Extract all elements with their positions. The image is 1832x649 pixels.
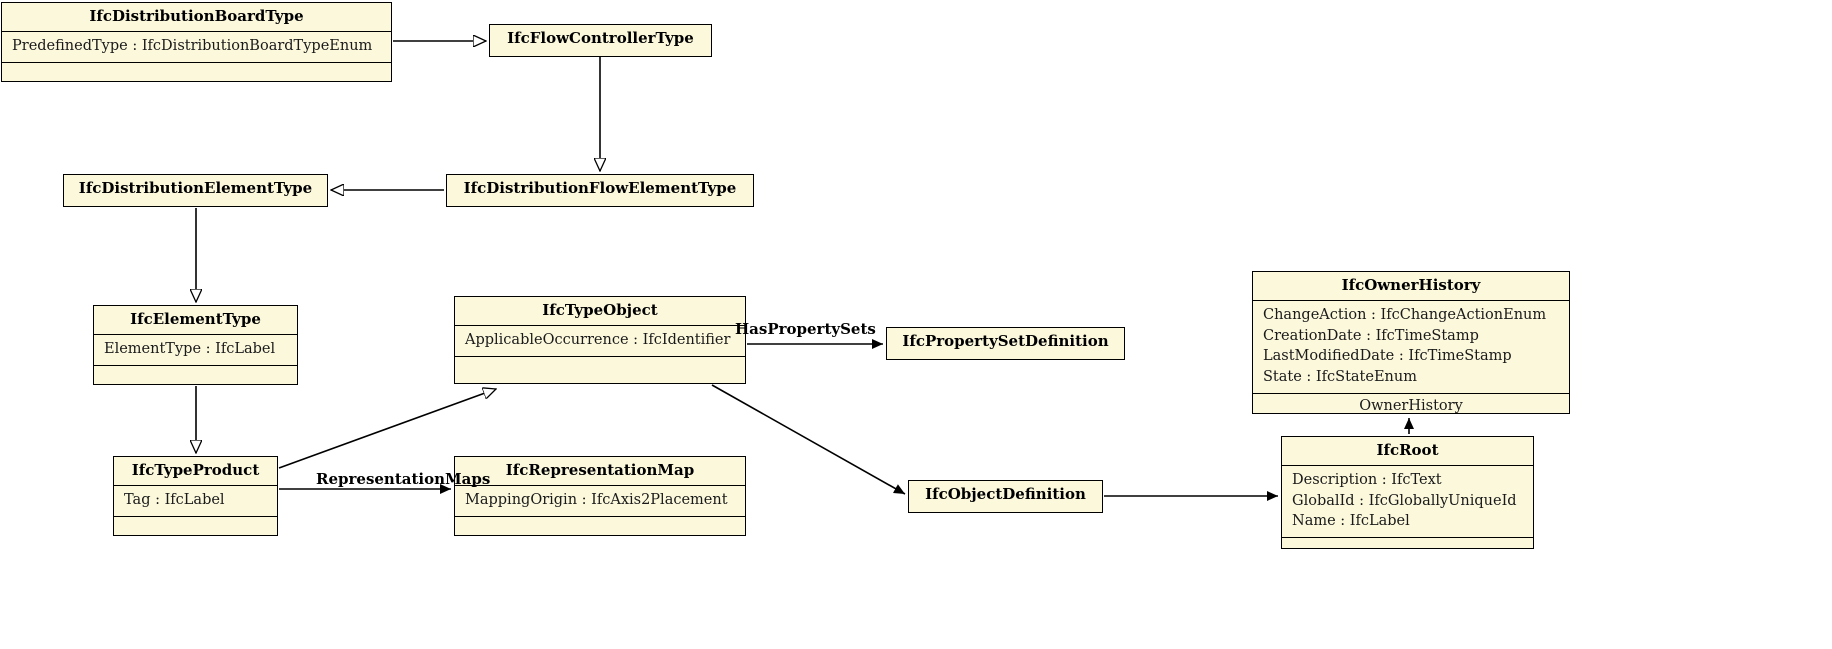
uml-class-IfcDistributionElementType[interactable]: IfcDistributionElementType	[63, 174, 328, 207]
uml-attribute: LastModifiedDate : IfcTimeStamp	[1263, 348, 1512, 365]
uml-class-operations	[114, 517, 277, 534]
uml-class-operations	[455, 357, 745, 374]
uml-class-IfcDistributionFlowElementType[interactable]: IfcDistributionFlowElementType	[446, 174, 754, 207]
uml-attribute: Tag : IfcLabel	[124, 492, 225, 509]
uml-attribute: Name : IfcLabel	[1292, 513, 1410, 530]
edge-label-label-representationmaps: RepresentationMaps	[316, 470, 491, 488]
uml-attribute: ChangeAction : IfcChangeActionEnum	[1263, 307, 1547, 324]
uml-class-separator	[114, 515, 277, 517]
uml-class-attributes: Tag : IfcLabel	[114, 486, 277, 516]
edge-label-label-haspropertysets: HasPropertySets	[735, 320, 876, 338]
uml-class-operations	[2, 63, 391, 80]
uml-class-IfcPropertySetDefinition[interactable]: IfcPropertySetDefinition	[886, 327, 1125, 360]
uml-class-IfcObjectDefinition[interactable]: IfcObjectDefinition	[908, 480, 1103, 513]
uml-operation: OwnerHistory	[1359, 397, 1463, 414]
uml-attribute: CreationDate : IfcTimeStamp	[1263, 327, 1479, 344]
uml-class-separator	[94, 364, 297, 366]
uml-class-title: IfcDistributionFlowElementType	[463, 179, 737, 197]
uml-attribute: ApplicableOccurrence : IfcIdentifier	[465, 332, 731, 349]
uml-class-separator	[2, 61, 391, 63]
uml-class-separator	[94, 334, 297, 336]
uml-attribute: ElementType : IfcLabel	[104, 341, 276, 358]
uml-attribute: GlobalId : IfcGloballyUniqueId	[1292, 492, 1517, 509]
uml-class-attributes: ElementType : IfcLabel	[94, 335, 297, 365]
uml-attribute: MappingOrigin : IfcAxis2Placement	[465, 492, 728, 509]
uml-class-separator	[1282, 465, 1533, 467]
uml-class-title: IfcRoot	[1376, 441, 1439, 459]
uml-class-separator	[1253, 300, 1569, 302]
uml-class-separator	[455, 515, 745, 517]
uml-attribute: Description : IfcText	[1292, 472, 1442, 489]
uml-class-separator	[114, 485, 277, 487]
uml-class-attributes: MappingOrigin : IfcAxis2Placement	[455, 486, 745, 516]
uml-class-operations	[1282, 538, 1533, 555]
uml-class-operations: OwnerHistory	[1253, 394, 1569, 414]
uml-class-title: IfcElementType	[130, 310, 261, 328]
uml-class-title: IfcRepresentationMap	[505, 461, 695, 479]
uml-class-operations	[455, 517, 745, 534]
uml-class-title: IfcObjectDefinition	[925, 485, 1086, 503]
uml-attribute: State : IfcStateEnum	[1263, 368, 1417, 385]
uml-class-attributes: PredefinedType : IfcDistributionBoardTyp…	[2, 32, 391, 62]
uml-class-title: IfcDistributionBoardType	[89, 7, 304, 25]
uml-class-title: IfcTypeProduct	[131, 461, 260, 479]
uml-class-title: IfcTypeObject	[542, 301, 658, 319]
uml-class-title: IfcDistributionElementType	[78, 179, 313, 197]
uml-class-separator	[455, 355, 745, 357]
uml-class-separator	[455, 325, 745, 327]
uml-attribute: PredefinedType : IfcDistributionBoardTyp…	[12, 38, 373, 55]
uml-class-IfcFlowControllerType[interactable]: IfcFlowControllerType	[489, 24, 712, 57]
uml-class-separator	[1253, 392, 1569, 394]
uml-class-operations	[94, 366, 297, 383]
uml-class-separator	[455, 485, 745, 487]
uml-class-attributes: ApplicableOccurrence : IfcIdentifier	[455, 326, 745, 356]
uml-class-separator	[2, 31, 391, 33]
uml-class-title: IfcPropertySetDefinition	[902, 332, 1109, 350]
uml-class-title: IfcFlowControllerType	[507, 29, 694, 47]
uml-class-title: IfcOwnerHistory	[1341, 276, 1481, 294]
uml-class-separator	[1282, 536, 1533, 538]
